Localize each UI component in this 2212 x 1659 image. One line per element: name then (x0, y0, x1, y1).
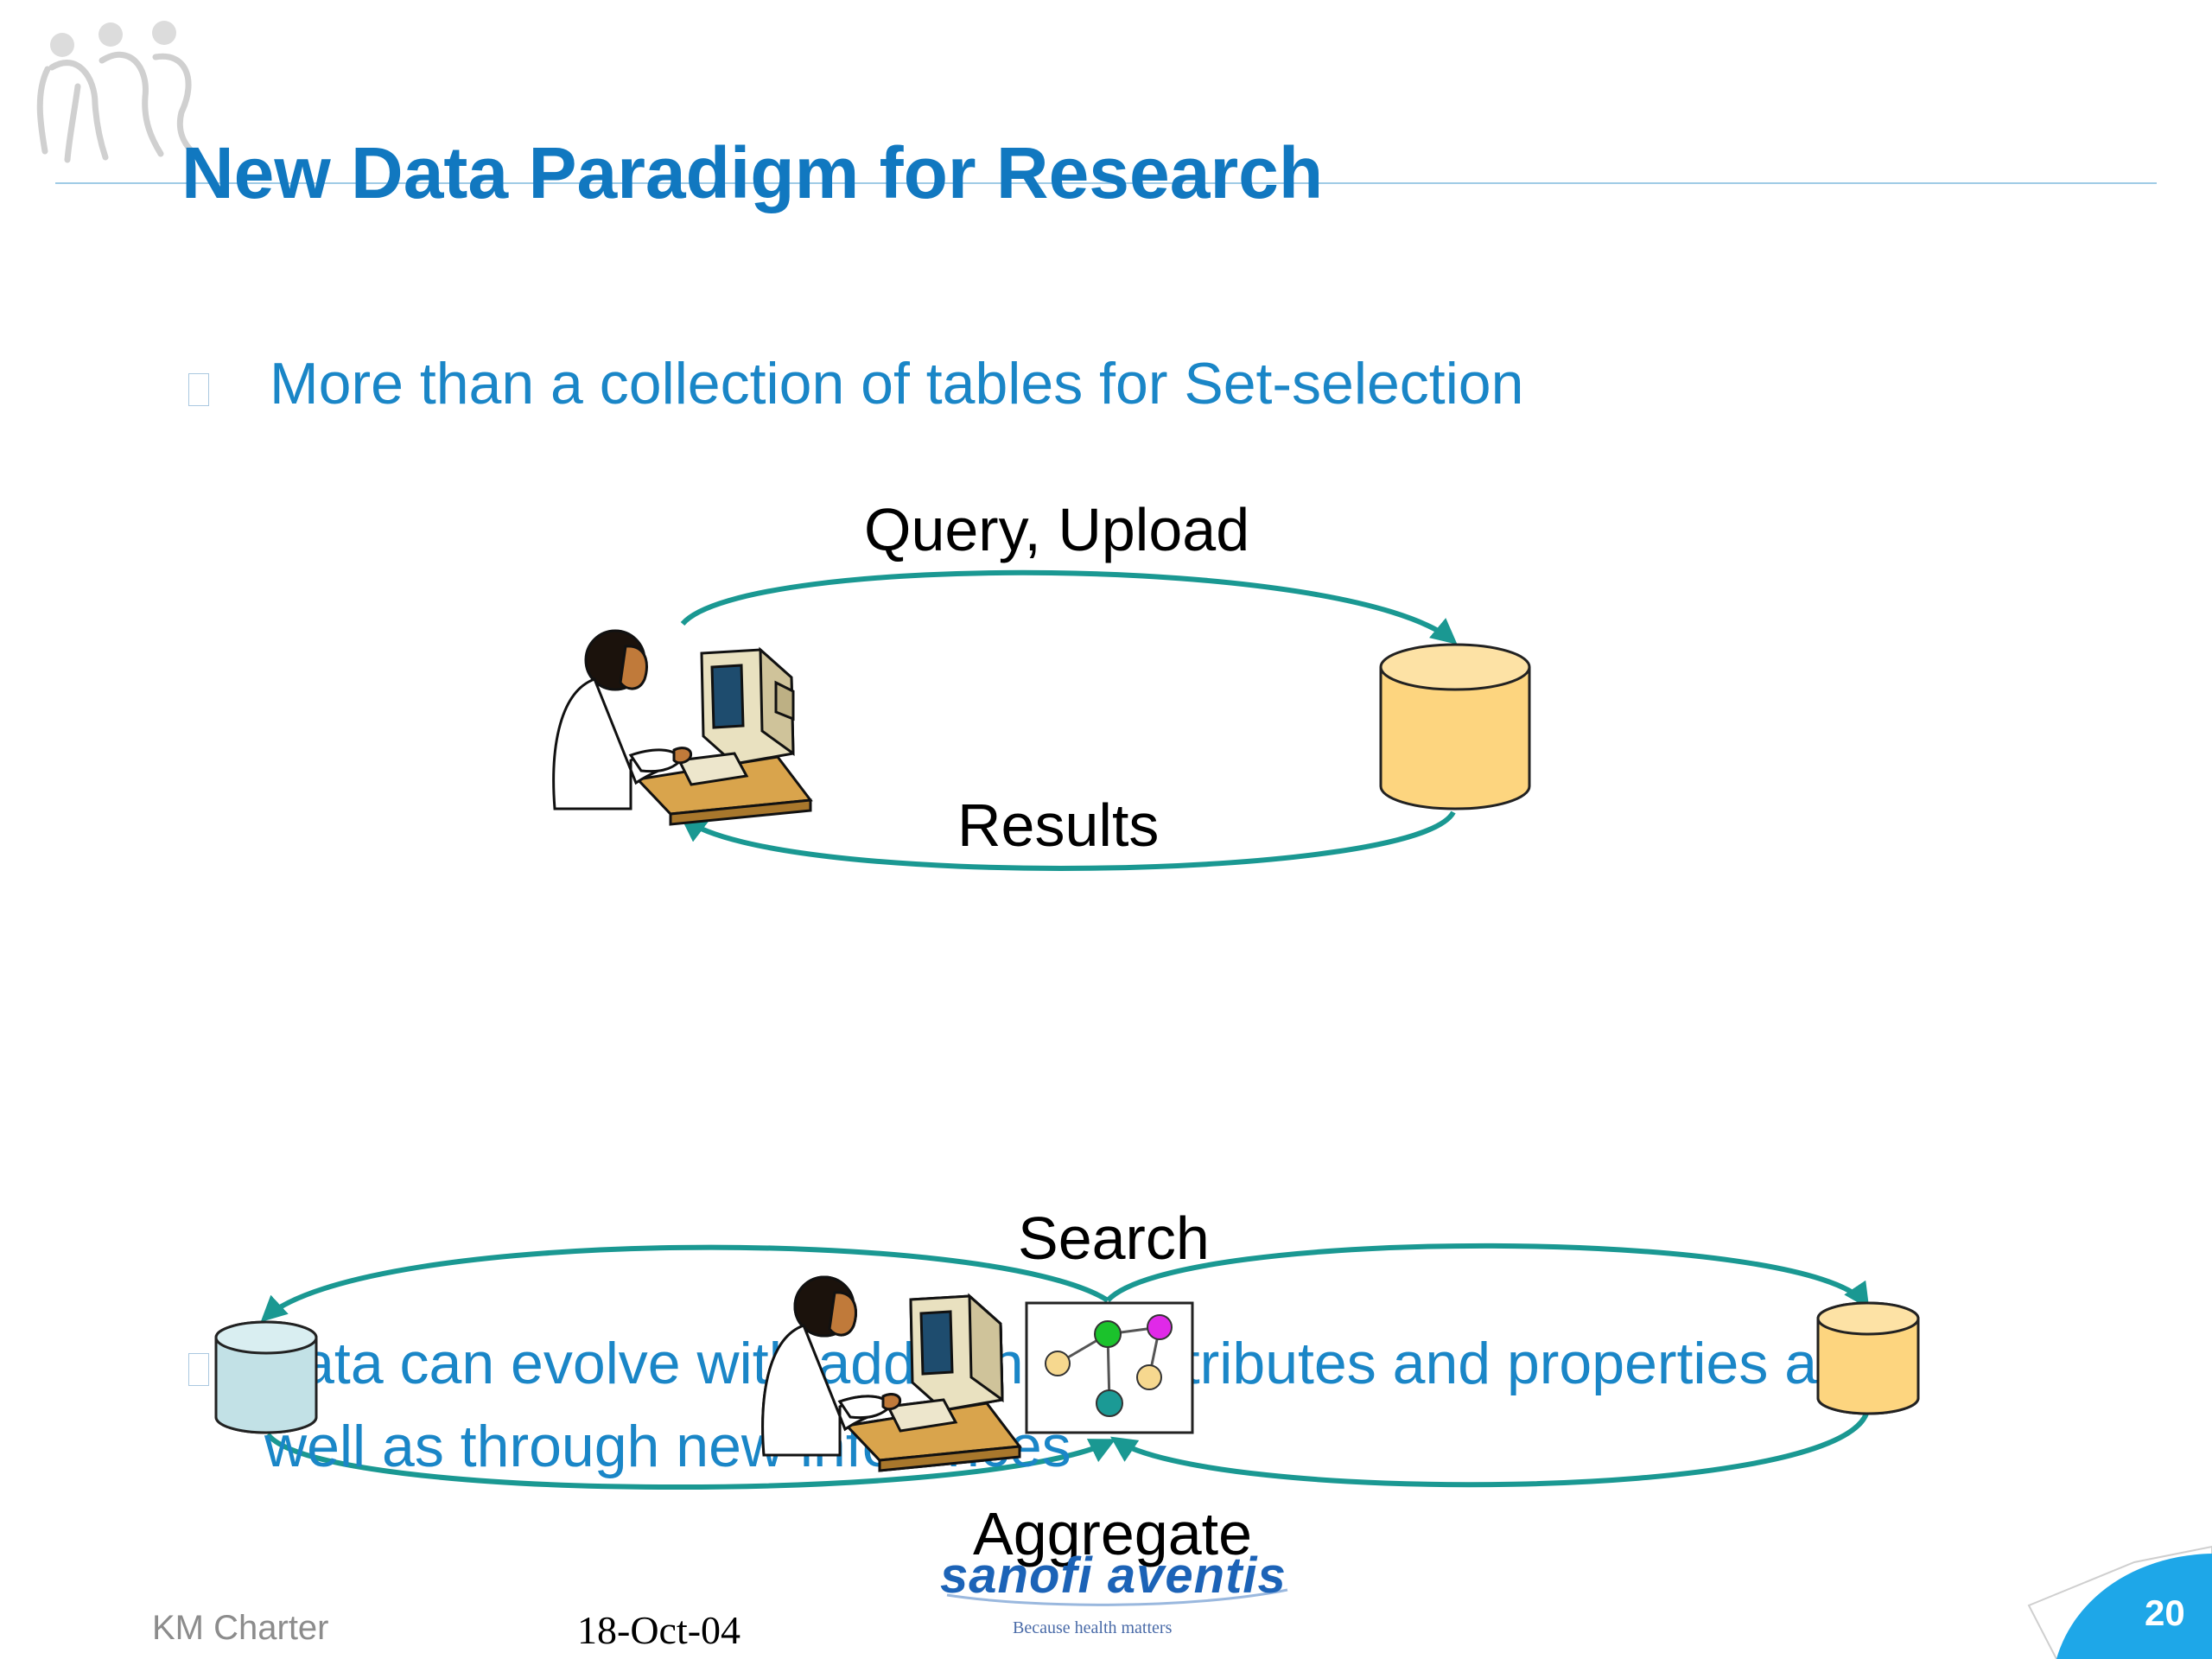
logo-tagline: Because health matters (1013, 1618, 1173, 1637)
label-results: Results (957, 791, 1160, 859)
label-query-upload: Query, Upload (864, 496, 1250, 563)
bottom-aggregate-left-arrow (265, 1433, 1116, 1491)
bottom-aggregate-right-arrow (1110, 1412, 1869, 1488)
top-database-icon (1379, 643, 1531, 810)
bullet-1-text: More than a collection of tables for Set… (270, 351, 1524, 416)
people-logo-icon (36, 21, 195, 163)
bullet-marker-1 (188, 373, 209, 406)
footer-left-text: KM Charter (152, 1609, 329, 1647)
page-corner (2027, 1545, 2212, 1659)
slide-title: New Data Paradigm for Research (181, 132, 1324, 213)
top-results-arrow (680, 810, 1456, 871)
sanofi-aventis-logo: sanofi aventis (940, 1548, 1287, 1604)
top-query-arrow (680, 569, 1458, 645)
bottom-search-left-arrow (260, 1244, 1109, 1323)
bullet-2-line-1: Data can evolve with additions of attrib… (259, 1331, 1847, 1396)
top-person-computer-icon (552, 629, 813, 826)
footer-date: 18-Oct-04 (577, 1608, 741, 1652)
bullet-marker-2 (188, 1353, 209, 1386)
bottom-search-right-arrow (1105, 1243, 1870, 1309)
label-search: Search (1018, 1205, 1210, 1272)
page-number: 20 (2145, 1592, 2185, 1633)
logo-swoosh (946, 1588, 1288, 1606)
bullet-2-line-2: well as through new inferences (264, 1414, 1071, 1479)
label-aggregate: Aggregate (973, 1500, 1253, 1567)
